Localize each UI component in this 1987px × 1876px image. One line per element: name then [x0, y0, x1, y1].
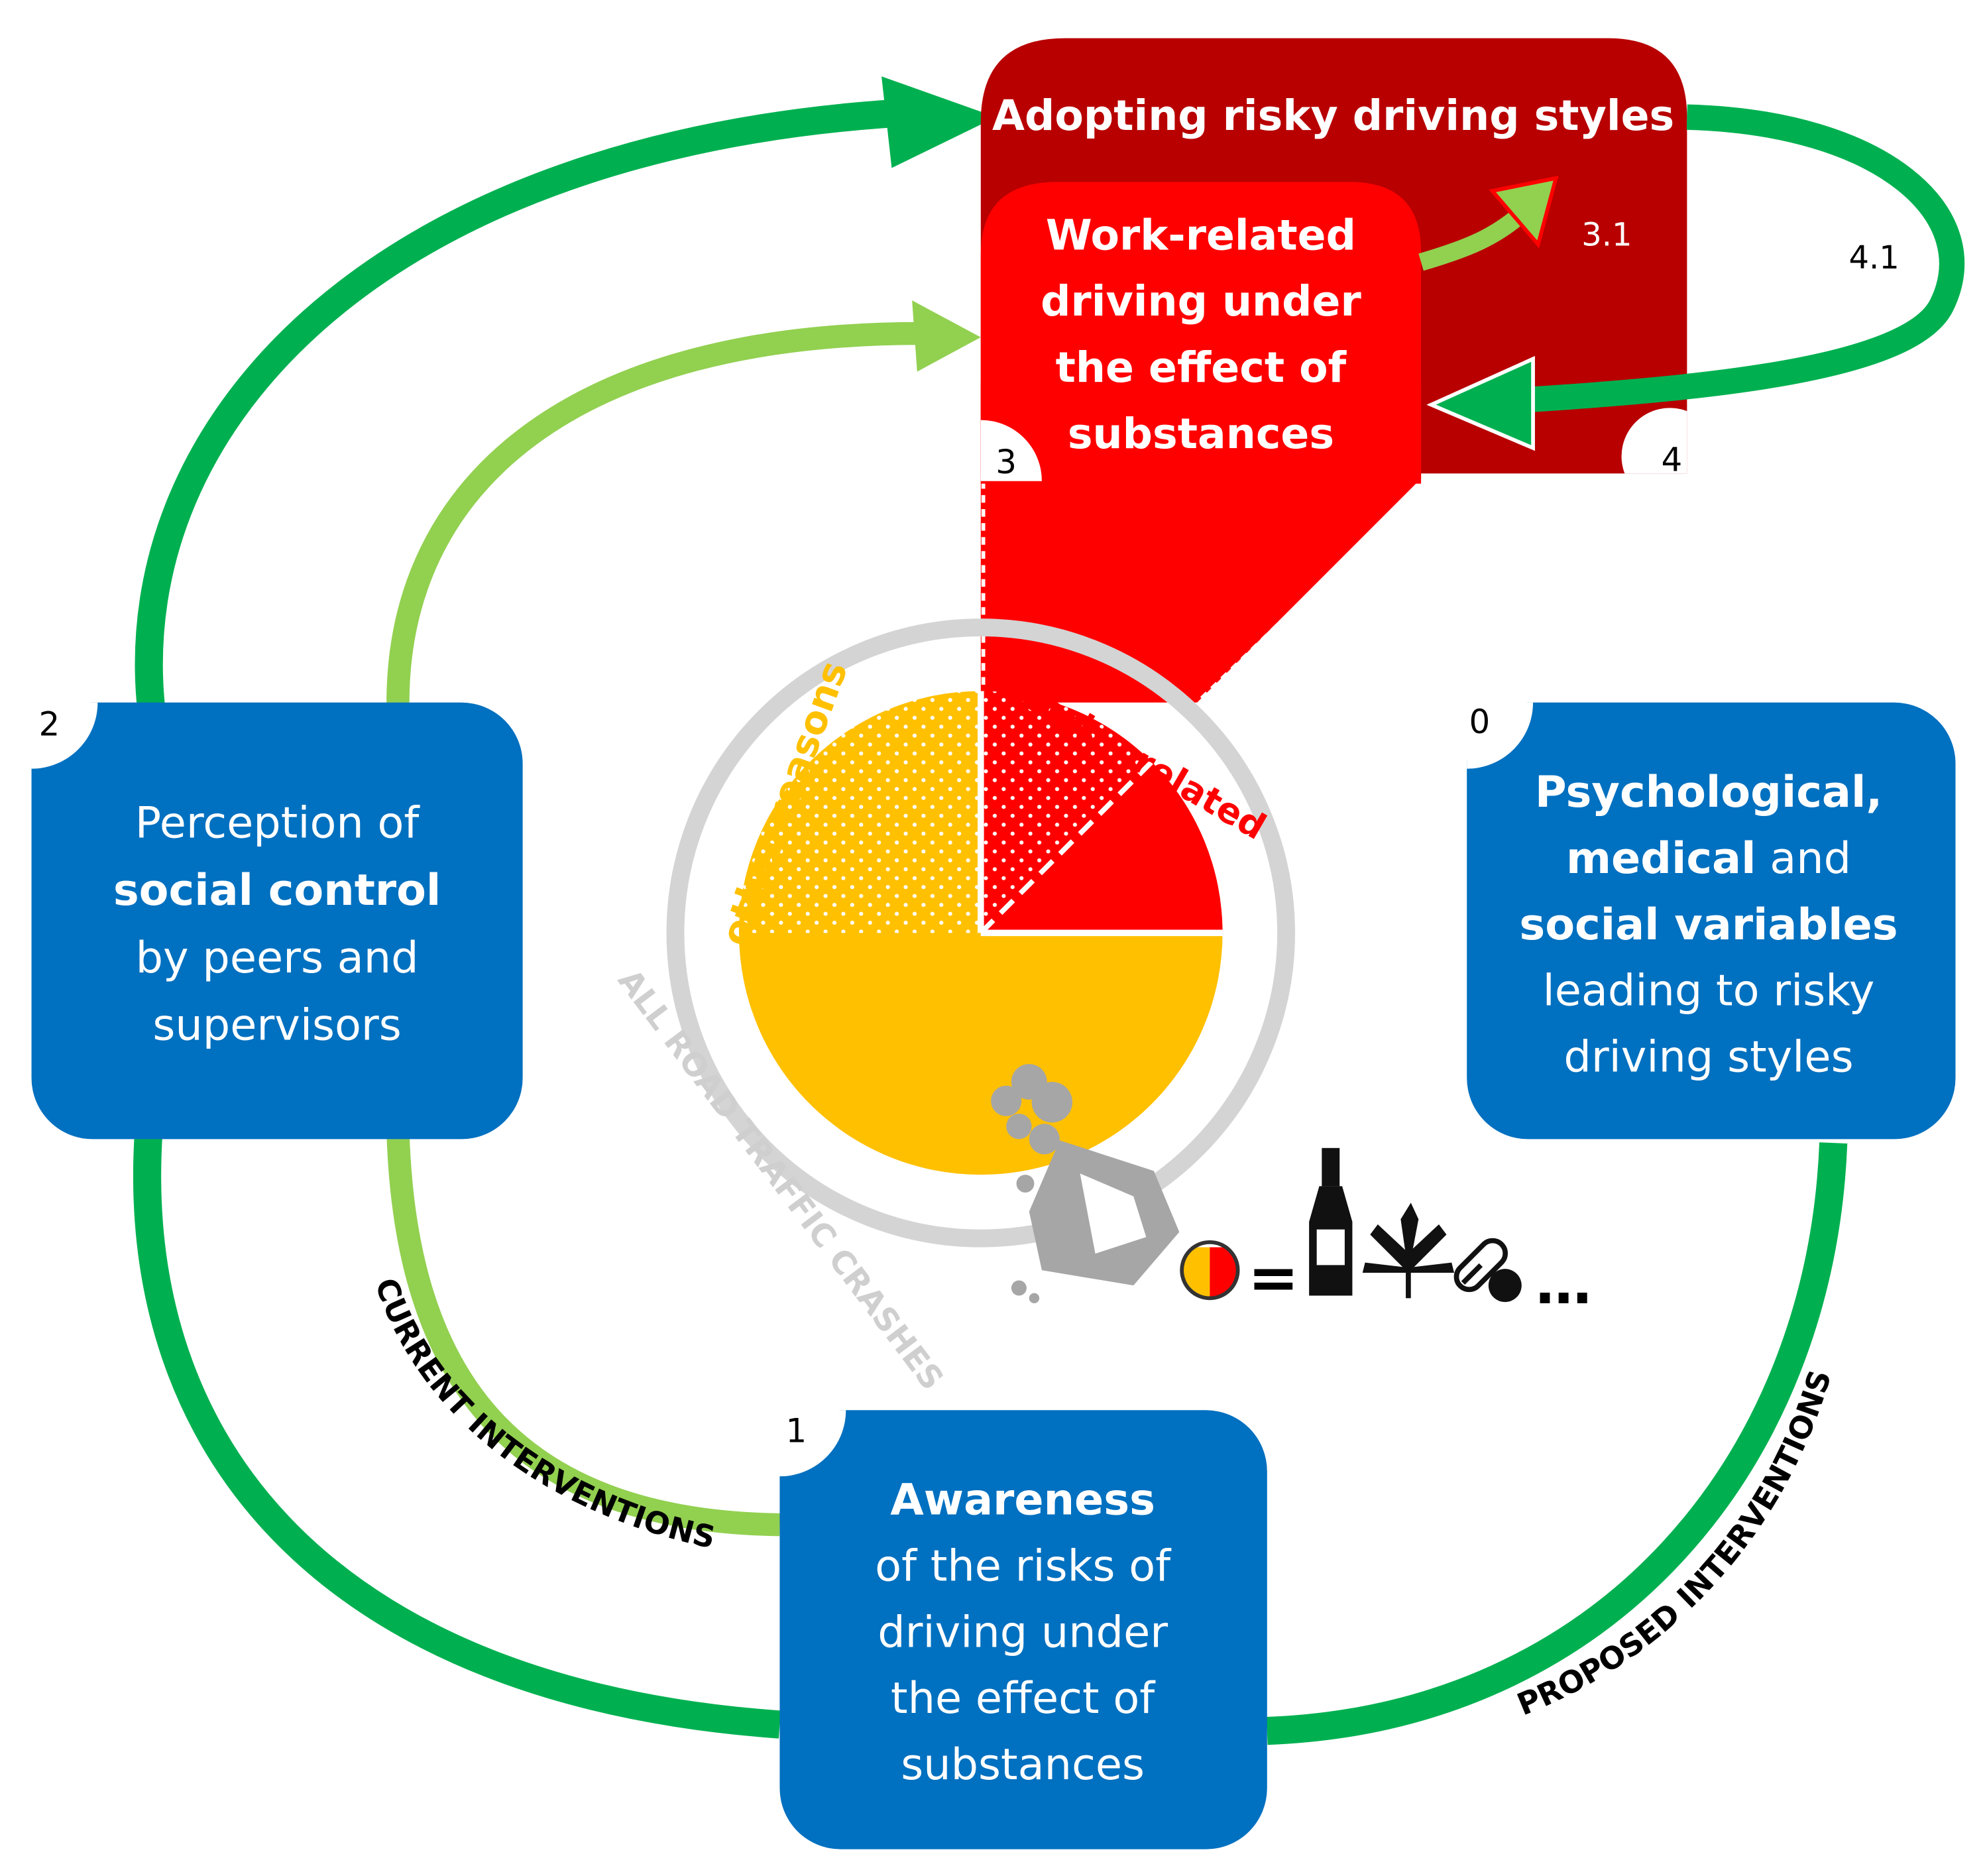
outer-intervention-ring — [133, 76, 1848, 1745]
awareness-text: Awareness of the risks of driving under the… — [875, 1475, 1172, 1790]
legend-ellipsis: … — [1536, 1252, 1591, 1317]
all-crashes-ring — [666, 618, 1296, 1248]
box-number-4: 4 — [1661, 440, 1682, 479]
psych-line-3-segment-1: social variables — [1519, 900, 1898, 950]
box-number-1: 1 — [786, 1411, 807, 1450]
box-number-2: 2 — [39, 705, 60, 744]
arrow-4-1: 4.1 — [1426, 104, 1965, 451]
box-number-3: 3 — [995, 443, 1017, 481]
box-number-0: 0 — [1469, 703, 1491, 741]
arrow-label-3-1: 3.1 — [1581, 217, 1632, 254]
inner-intervention-ring — [386, 300, 981, 1537]
psych-line-2-segment-1: medical — [1566, 833, 1756, 884]
cannabis-leaf-icon — [1362, 1202, 1455, 1299]
awareness-line-1-segment-1: Awareness — [890, 1475, 1155, 1525]
risky-driving-title: Adopting risky driving styles — [992, 91, 1674, 140]
social-line-4-segment-1: supervisors — [152, 1000, 401, 1051]
pills-icon — [1453, 1238, 1522, 1303]
awareness-line-3-segment-1: driving under — [878, 1607, 1168, 1657]
social-control-box: 2 Perception of social control by peers an… — [31, 702, 523, 1140]
awareness-line-4-segment-1: the effect of — [891, 1673, 1156, 1724]
social-control-text: Perception of social control by peers and s… — [113, 797, 441, 1050]
work-related-line-4: substances — [1068, 409, 1334, 458]
work-related-line-3: the effect of — [1056, 343, 1347, 392]
legend-equals: = — [1248, 1241, 1299, 1313]
psych-line-2-segment-2: and — [1756, 833, 1851, 884]
work-related-line-2: driving under — [1041, 276, 1361, 325]
awareness-line-5-segment-1: substances — [901, 1739, 1145, 1790]
bottle-icon — [1309, 1147, 1353, 1296]
social-line-1-segment-1: Perception of — [135, 797, 421, 848]
social-line-2-segment-1: social control — [113, 865, 441, 915]
arrow-to-risky-styles — [881, 76, 996, 168]
awareness-line-2-segment-1: of the risks of — [875, 1541, 1172, 1592]
awareness-box: 1 Awareness of the risks of driving under t… — [779, 1410, 1267, 1849]
psych-variables-box: 0 Psychological, medical and social variab… — [1467, 702, 1956, 1140]
substance-legend: = … — [1180, 1147, 1591, 1317]
arrow-3-1: 3.1 — [1418, 176, 1632, 271]
arrow-to-work-related — [912, 300, 981, 372]
psych-line-4-segment-1: leading to risky — [1543, 966, 1875, 1016]
psych-variables-text: Psychological, medical and social variable… — [1519, 767, 1898, 1082]
work-related-box: Work-related driving under the effect of… — [980, 182, 1422, 484]
social-line-3-segment-1: by peers and — [136, 933, 419, 983]
crashed-car-icon — [991, 1064, 1180, 1304]
work-related-line-1: Work-related — [1046, 210, 1356, 259]
arrow-label-4-1: 4.1 — [1848, 239, 1899, 276]
psych-line-5-segment-1: driving styles — [1563, 1032, 1853, 1083]
psych-line-1-segment-1: Psychological, — [1535, 767, 1882, 817]
